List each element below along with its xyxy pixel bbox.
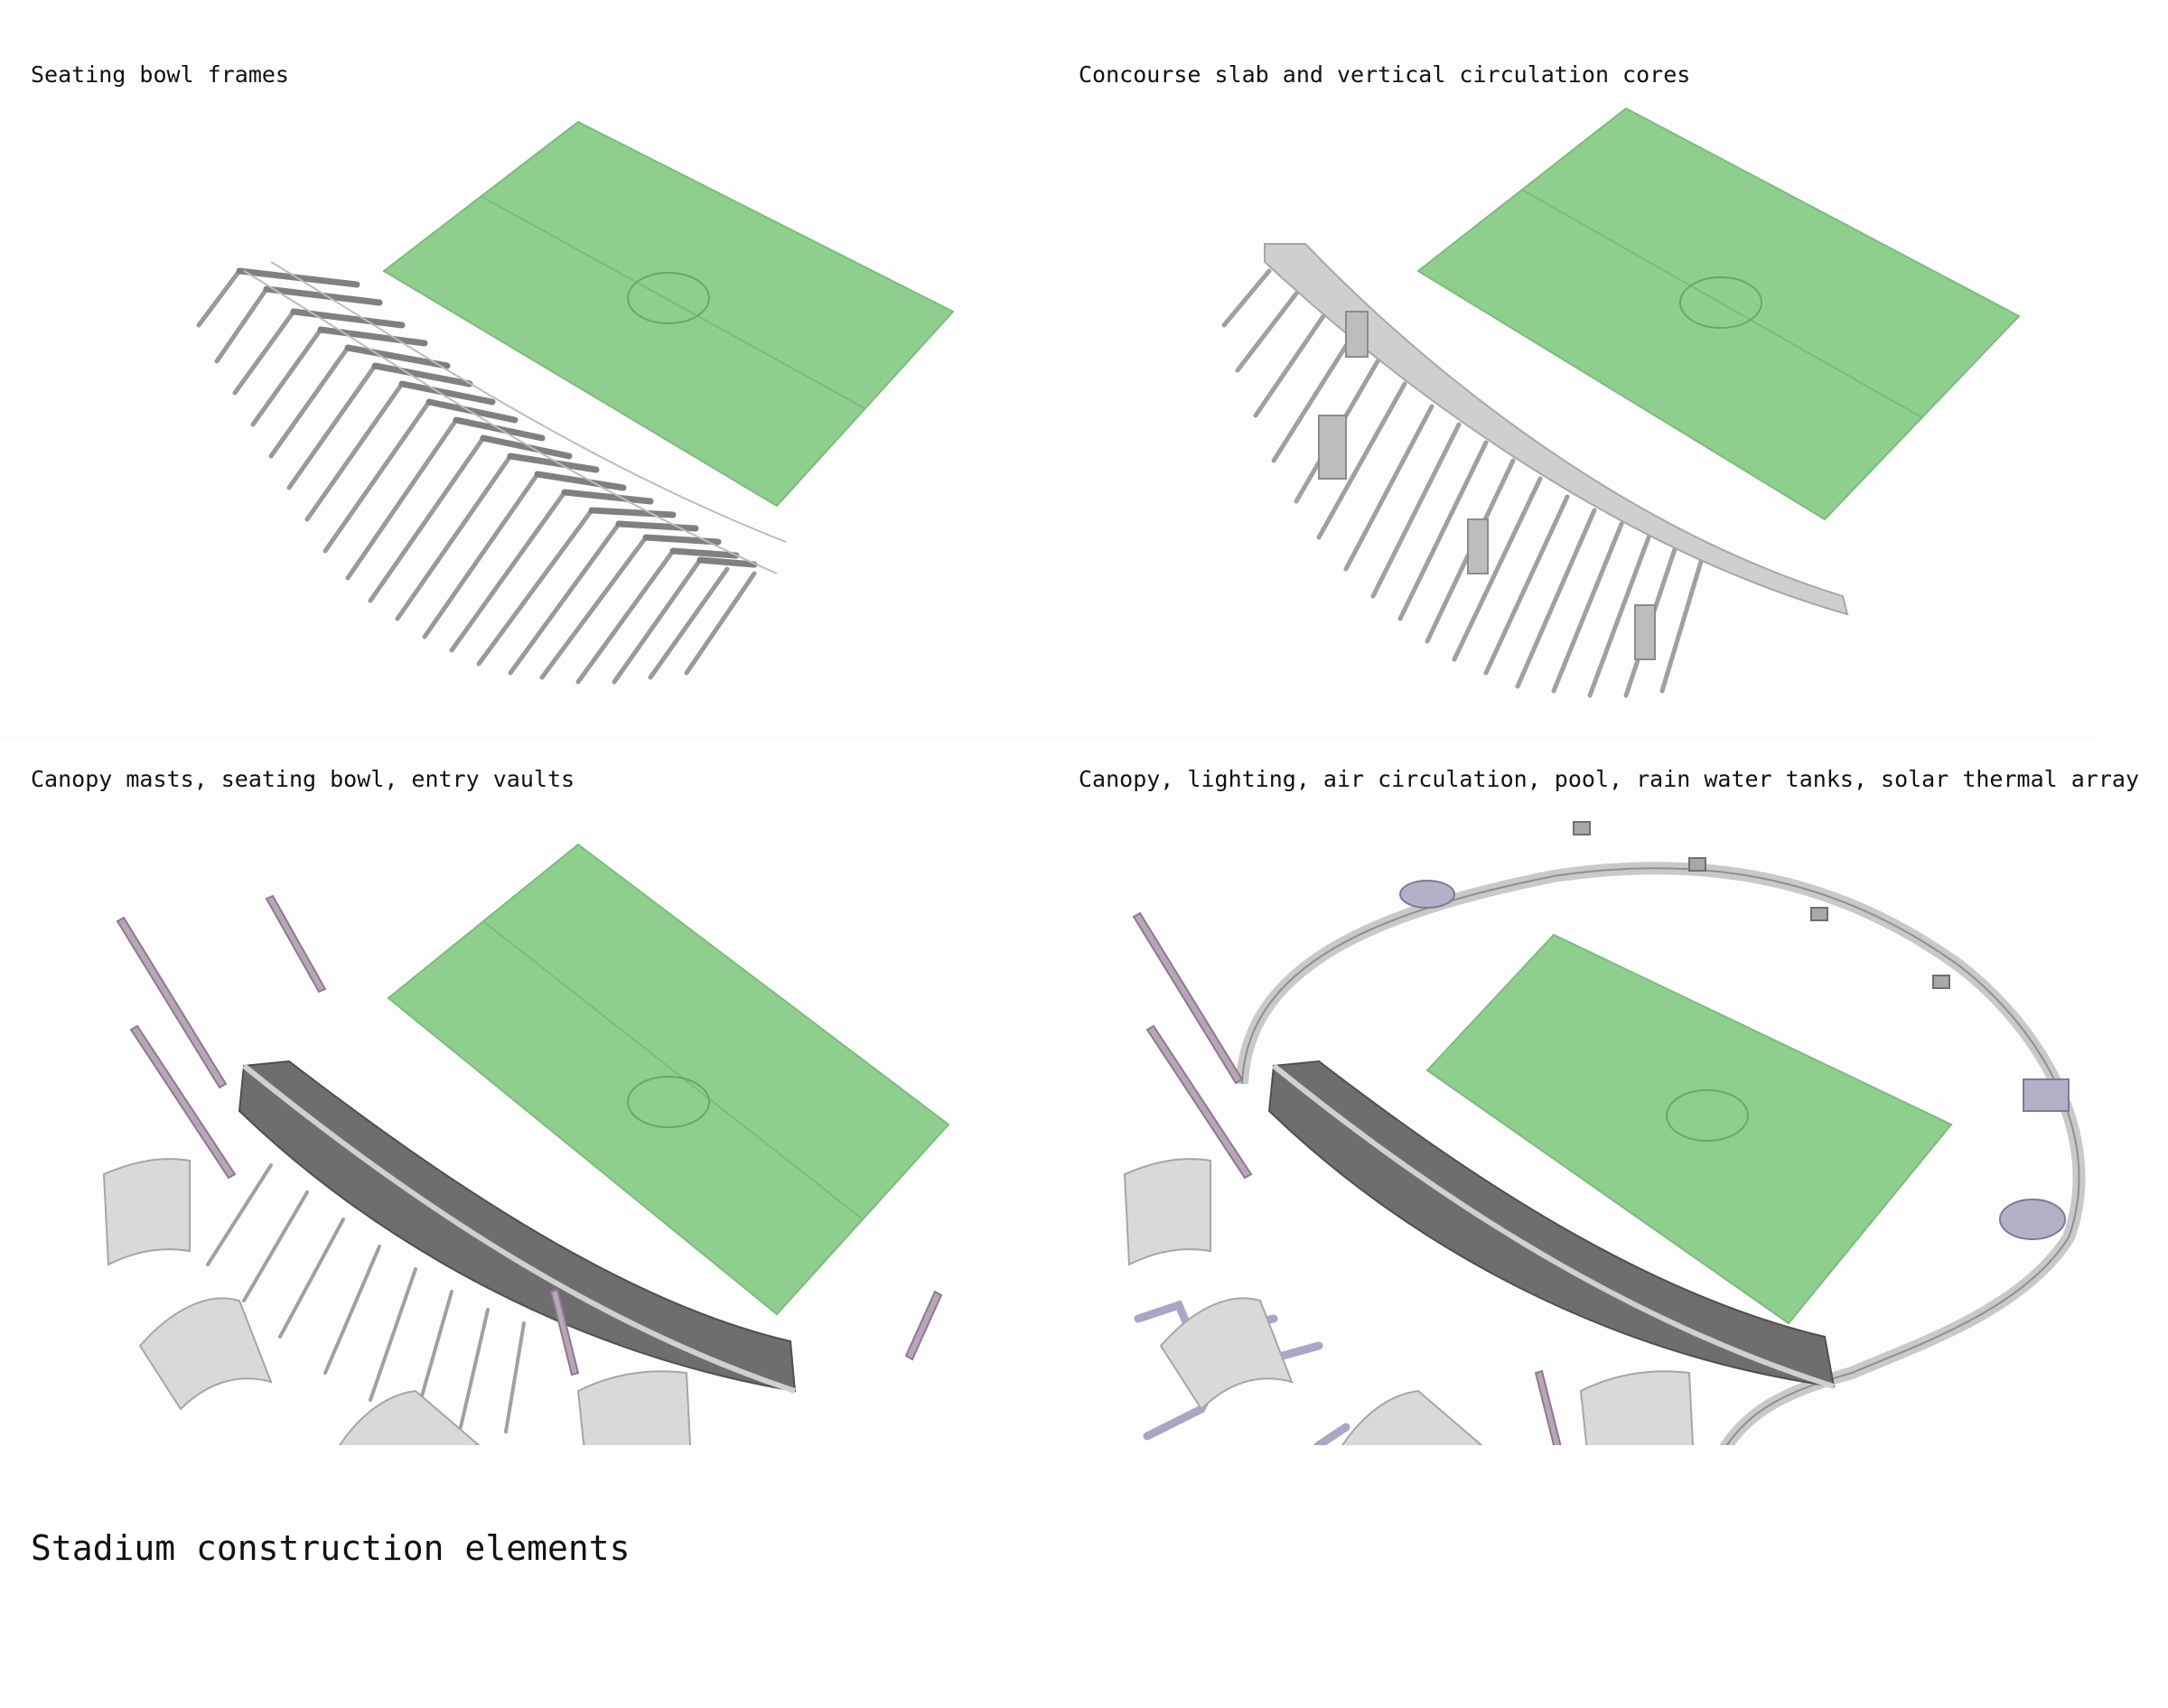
- masts-bowl-diagram: [102, 843, 950, 1445]
- circulation-cores: [1318, 311, 1656, 660]
- entry-vaults: [1123, 1158, 1695, 1445]
- panel-concourse-slab: Concourse slab and vertical circulation …: [1048, 54, 2096, 741]
- panel-masts-bowl-vaults: Canopy masts, seating bowl, entry vaults: [0, 759, 1048, 1445]
- seating-frames-diagram: [196, 120, 955, 685]
- panel-full-assembly: Canopy, lighting, air circulation, pool,…: [1048, 759, 2139, 1445]
- seating-bowl: [238, 1059, 797, 1394]
- panel-title: Seating bowl frames: [31, 61, 289, 88]
- canopy-ring-outline: [1241, 867, 2080, 1445]
- panel-title: Canopy, lighting, air circulation, pool,…: [1079, 766, 2139, 792]
- frames: [196, 268, 757, 685]
- panel-title: Canopy masts, seating bowl, entry vaults: [31, 766, 575, 792]
- main-title: Stadium construction elements: [31, 1528, 631, 1568]
- panel-title: Concourse slab and vertical circulation …: [1079, 61, 1691, 88]
- seating-bowl: [1267, 1059, 1836, 1389]
- bowl-outline: [243, 261, 787, 574]
- rain-water-tanks: [1399, 880, 2070, 1240]
- floodlights: [1573, 821, 1950, 989]
- entry-vaults: [102, 1158, 692, 1445]
- pitch: [382, 120, 955, 508]
- pitch: [387, 843, 950, 1316]
- canopy-masts: [116, 894, 943, 1377]
- pitch: [1416, 107, 2021, 521]
- canopy-masts: [1132, 911, 1562, 1445]
- full-assembly-diagram: [1123, 821, 2086, 1445]
- concourse-diagram: [1221, 107, 2021, 698]
- panel-seating-bowl-frames: Seating bowl frames: [0, 54, 1048, 741]
- frames: [206, 1163, 526, 1433]
- concourse-slab: [1264, 243, 1849, 616]
- pitch: [1425, 933, 1953, 1325]
